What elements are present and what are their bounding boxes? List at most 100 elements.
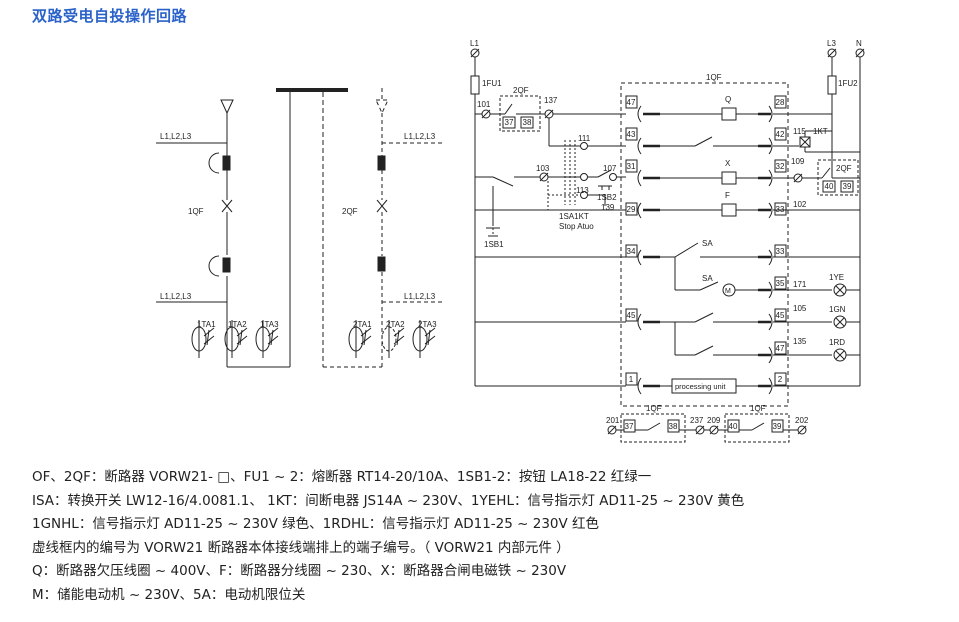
qf-a-enclosure bbox=[620, 413, 686, 443]
ct-2ta3-label: 2TA3 bbox=[418, 320, 437, 329]
qf2-aux-term-37: 37 bbox=[505, 118, 514, 127]
coil-x-label: X bbox=[725, 159, 731, 168]
note-line: Q：断路器欠压线圈 ~ 400V、F：断路器分线圈 ~ 230、X：断路器合闸电… bbox=[32, 563, 567, 580]
ct-1ta3-label: 1TA3 bbox=[260, 320, 279, 329]
bottom-term-a2: 38 bbox=[669, 422, 678, 431]
terminal-101-icon bbox=[481, 109, 491, 119]
right-term-7: 45 bbox=[776, 311, 785, 320]
ct-1ta3-icon bbox=[255, 320, 279, 358]
lamp-1rd-label: 1RD bbox=[829, 338, 845, 347]
qf2-aux-term-38: 38 bbox=[523, 118, 532, 127]
fu2-label: 1FU2 bbox=[838, 79, 858, 88]
sb1-label: 1SB1 bbox=[484, 240, 504, 249]
ct-1ta2-icon bbox=[224, 320, 248, 358]
right-term-4: 33 bbox=[776, 205, 785, 214]
node-135: 135 bbox=[793, 337, 807, 346]
node-109: 109 bbox=[791, 157, 805, 166]
n-label: N bbox=[856, 39, 862, 48]
left-term-5: 34 bbox=[627, 247, 636, 256]
l1-label: L1 bbox=[470, 39, 479, 48]
node-111: 111 bbox=[578, 134, 591, 143]
terminal-202-icon bbox=[797, 425, 807, 435]
bus-label-bottom-2: L1,L2,L3 bbox=[404, 292, 436, 301]
left-term-2: 43 bbox=[627, 130, 636, 139]
note-line: 1GNHL：信号指示灯 AD11-25 ~ 230V 绿色、1RDHL：信号指示… bbox=[32, 516, 600, 533]
terminal-201-icon bbox=[607, 425, 617, 435]
node-113: 113 bbox=[576, 186, 589, 195]
ct-2ta1-label: 2TA1 bbox=[353, 320, 372, 329]
terminal-l1-icon bbox=[470, 48, 480, 58]
qf-b-enclosure bbox=[724, 413, 790, 443]
node-202: 202 bbox=[795, 416, 809, 425]
note-line: M：储能电动机 ~ 230V、5A：电动机限位关 bbox=[32, 586, 306, 603]
ct-1ta2-label: 1TA2 bbox=[228, 320, 247, 329]
left-term-8: 1 bbox=[629, 375, 634, 384]
ct-2ta1-icon bbox=[348, 320, 372, 358]
node-102: 102 bbox=[793, 200, 807, 209]
breaker-1qf-icon bbox=[221, 199, 233, 213]
terminal-137-icon bbox=[544, 109, 554, 119]
disconnect-contact-icon bbox=[222, 257, 231, 273]
qf-top-label: 1QF bbox=[706, 73, 722, 82]
left-term-7: 45 bbox=[627, 311, 636, 320]
lamp-1gn-icon bbox=[833, 315, 847, 329]
ct-1ta1-label: 1TA1 bbox=[197, 320, 216, 329]
right-term-5: 33 bbox=[776, 247, 785, 256]
qf2-right-label: 2QF bbox=[836, 164, 852, 173]
right-term-3: 32 bbox=[776, 162, 785, 171]
node-237: 237 bbox=[690, 416, 704, 425]
page-title: 双路受电自投操作回路 bbox=[32, 7, 188, 25]
l3-label: L3 bbox=[827, 39, 836, 48]
ct-2ta3-icon bbox=[412, 320, 436, 358]
node-105: 105 bbox=[793, 304, 807, 313]
sa-label-1: SA bbox=[702, 239, 713, 248]
disconnect-contact-icon bbox=[377, 155, 386, 171]
left-term-1: 47 bbox=[627, 98, 636, 107]
sb2-label: 1SB2 bbox=[597, 193, 617, 202]
bottom-term-a1: 37 bbox=[625, 422, 634, 431]
breaker-1qf-label: 1QF bbox=[188, 207, 204, 216]
processing-unit-label: processing unit bbox=[675, 382, 726, 391]
node-137: 137 bbox=[544, 96, 558, 105]
qf2-aux-label: 2QF bbox=[513, 86, 529, 95]
node-103: 103 bbox=[536, 164, 550, 173]
sa-label-2: SA bbox=[702, 274, 713, 283]
disconnect-contact-icon bbox=[377, 256, 386, 272]
node-201: 201 bbox=[606, 416, 620, 425]
kt-label: 1KT bbox=[813, 127, 828, 136]
node-101: 101 bbox=[477, 100, 491, 109]
right-term-6: 35 bbox=[776, 279, 785, 288]
node-209: 209 bbox=[707, 416, 721, 425]
selector-switch-1sa bbox=[547, 140, 580, 210]
right-term-8: 47 bbox=[776, 344, 785, 353]
incoming-arrow-icon bbox=[375, 99, 389, 115]
disconnect-contact-icon bbox=[222, 155, 231, 171]
qf2-right-term-39: 39 bbox=[843, 182, 852, 191]
right-term-9: 2 bbox=[778, 375, 783, 384]
wiring-diagram: L1,L2,L3 L1,L2,L3 1QF 1TA1 1TA2 1TA3 L1,… bbox=[156, 39, 865, 443]
left-term-3: 31 bbox=[627, 162, 636, 171]
bus-label-top-1: L1,L2,L3 bbox=[160, 132, 192, 141]
node-115: 115 bbox=[793, 127, 806, 136]
note-line: ISA：转换开关 LW12-16/4.0081.1、 1KT：间断电器 JS14… bbox=[32, 492, 745, 509]
left-term-4: 29 bbox=[627, 205, 636, 214]
motor-label: M bbox=[725, 288, 731, 295]
fuse-1fu1-icon bbox=[470, 75, 480, 95]
terminal-103-icon bbox=[539, 172, 549, 182]
note-line: OF、2QF：断路器 VORW21- □、FU1 ~ 2：熔断器 RT14-20… bbox=[32, 469, 652, 485]
qf-a-label: 1QF bbox=[646, 404, 662, 413]
coil-q-label: Q bbox=[725, 95, 731, 104]
right-term-2: 42 bbox=[776, 130, 785, 139]
coil-x-icon bbox=[721, 171, 737, 185]
right-term-1: 28 bbox=[776, 98, 785, 107]
node-107: 107 bbox=[603, 164, 617, 173]
lamp-1gn-label: 1GN bbox=[829, 305, 846, 314]
terminal-209-icon bbox=[709, 425, 719, 435]
sa1kt-label: 1SA1KT bbox=[559, 212, 589, 221]
ct-1ta1-icon bbox=[191, 320, 215, 358]
coil-f-label: F bbox=[725, 191, 730, 200]
node-139: 139 bbox=[601, 203, 615, 212]
qf-b-label: 1QF bbox=[750, 404, 766, 413]
stop-auto-label: Stop Atuo bbox=[559, 222, 594, 231]
feeder-2-single-line bbox=[323, 88, 444, 368]
